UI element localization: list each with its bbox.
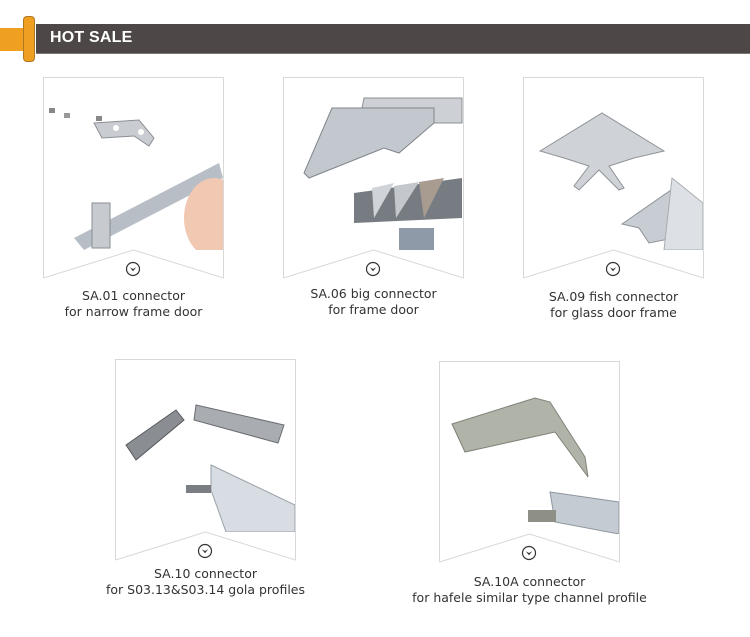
card-frame <box>439 361 620 563</box>
circle-chevron-down-icon[interactable] <box>365 261 381 277</box>
card-frame <box>43 77 224 279</box>
product-code: SA.01 connector <box>82 288 185 303</box>
product-code: SA.10 connector <box>154 566 257 581</box>
product-description: for glass door frame <box>550 305 677 320</box>
product-code: SA.06 big connector <box>310 286 437 301</box>
product-card-sa06[interactable] <box>283 77 464 279</box>
product-caption-sa09: SA.09 fish connector for glass door fram… <box>523 289 704 321</box>
card-frame <box>283 77 464 279</box>
product-caption-sa01: SA.01 connector for narrow frame door <box>43 288 224 320</box>
product-card-sa10[interactable] <box>115 359 296 561</box>
product-description: for frame door <box>328 302 419 317</box>
product-code: SA.10A connector <box>473 574 586 589</box>
product-caption-sa10: SA.10 connector for S03.13&S03.14 gola p… <box>75 566 336 598</box>
product-card-sa10a[interactable] <box>439 361 620 563</box>
header-bar: HOT SALE <box>36 24 750 54</box>
circle-chevron-down-icon[interactable] <box>521 545 537 561</box>
product-description: for S03.13&S03.14 gola profiles <box>105 582 305 597</box>
product-image-sa01[interactable] <box>44 78 223 250</box>
product-image-sa10[interactable] <box>116 360 295 532</box>
circle-chevron-down-icon[interactable] <box>605 261 621 277</box>
header-accent-tab <box>0 28 26 51</box>
header-cylinder-decoration <box>23 16 35 62</box>
product-card-sa01[interactable] <box>43 77 224 279</box>
card-frame <box>523 77 704 279</box>
product-description: for hafele similar type channel profile <box>412 590 647 605</box>
card-frame <box>115 359 296 561</box>
product-image-sa09[interactable] <box>524 78 703 250</box>
product-image-sa10a[interactable] <box>440 362 619 534</box>
product-description: for narrow frame door <box>64 304 203 319</box>
section-title: HOT SALE <box>50 29 133 46</box>
product-card-sa09[interactable] <box>523 77 704 279</box>
product-code: SA.09 fish connector <box>548 289 679 304</box>
product-image-sa06[interactable] <box>284 78 463 250</box>
circle-chevron-down-icon[interactable] <box>197 543 213 559</box>
circle-chevron-down-icon[interactable] <box>125 261 141 277</box>
product-caption-sa06: SA.06 big connector for frame door <box>283 286 464 318</box>
product-caption-sa10a: SA.10A connector for hafele similar type… <box>379 574 680 606</box>
